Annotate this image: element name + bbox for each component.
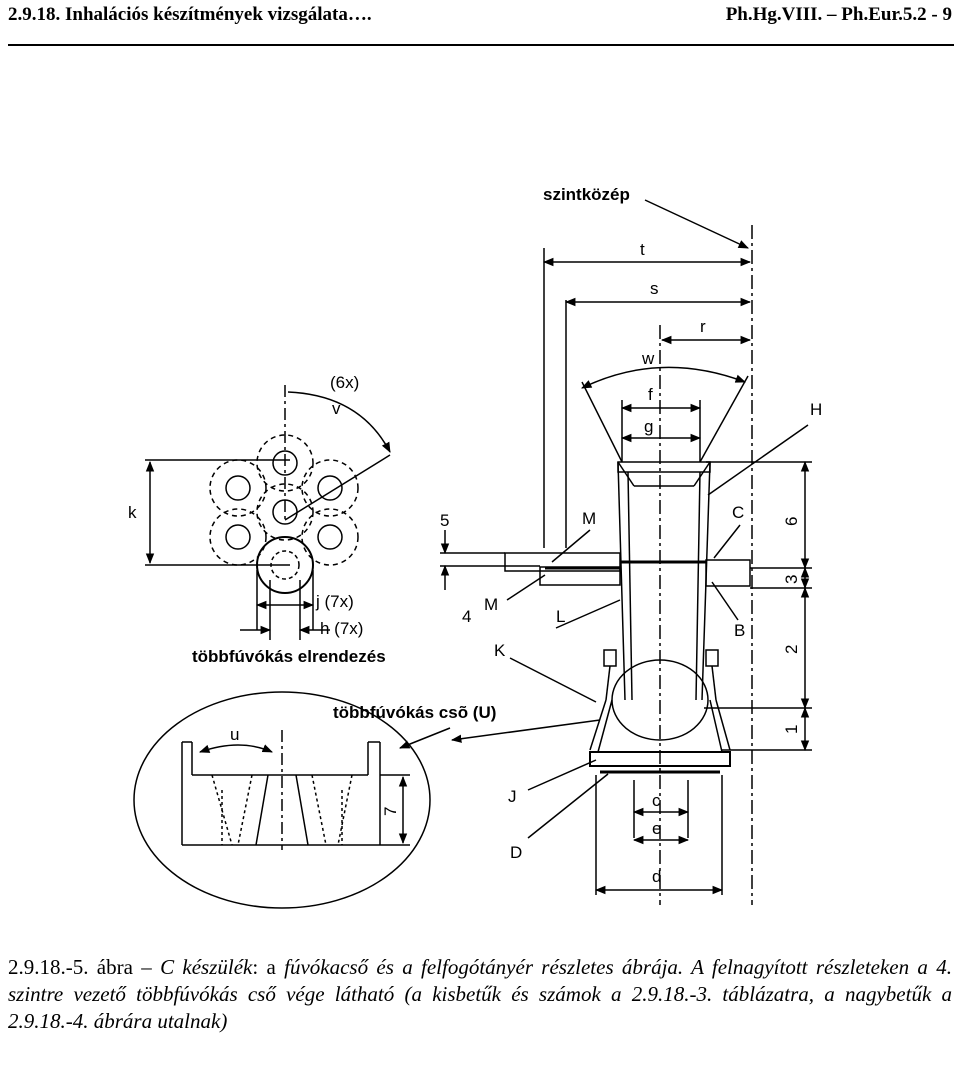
- label-M-top: M: [582, 509, 596, 528]
- caption-text: : a: [252, 955, 285, 979]
- label-H: H: [810, 400, 822, 419]
- label-tobbfuvokas-elrendezes: többfúvókás elrendezés: [192, 647, 386, 666]
- label-f: f: [648, 385, 653, 404]
- page-header: 2.9.18. Inhalációs készítmények vizsgála…: [8, 4, 954, 46]
- label-c: c: [652, 791, 661, 810]
- label-M-bottom: M: [484, 595, 498, 614]
- label-J: J: [508, 787, 517, 806]
- label-tobbfuvokas-cso: többfúvókás csõ (U): [333, 703, 496, 722]
- label-4: 4: [462, 607, 471, 626]
- label-3: 3: [782, 575, 801, 584]
- label-D: D: [510, 843, 522, 862]
- multi-nozzle-arrangement: [145, 385, 391, 640]
- label-g: g: [644, 417, 653, 436]
- label-szintkozep: szintközép: [543, 185, 630, 204]
- header-section-title: 2.9.18. Inhalációs készítmények vizsgála…: [8, 4, 372, 25]
- label-r: r: [700, 317, 706, 336]
- label-v: v: [332, 399, 341, 418]
- label-C: C: [732, 503, 744, 522]
- label-B: B: [734, 621, 745, 640]
- apparatus-diagram: szintközép t s r w f g H (6x) v k 5 M C …: [128, 185, 822, 909]
- label-6: 6: [782, 517, 801, 526]
- magnified-detail: [133, 691, 601, 909]
- label-j: j (7x): [315, 592, 354, 611]
- label-h: h (7x): [320, 619, 363, 638]
- label-5: 5: [440, 511, 449, 530]
- label-2: 2: [782, 645, 801, 654]
- label-w: w: [641, 349, 655, 368]
- label-t: t: [640, 240, 645, 259]
- label-7: 7: [381, 807, 400, 816]
- figure-caption: 2.9.18.-5. ábra – C készülék: a fúvókacs…: [8, 954, 952, 1035]
- label-d: d: [652, 867, 661, 886]
- header-pharmacopoeia-ref: Ph.Hg.VIII. – Ph.Eur.5.2 - 9: [725, 4, 952, 25]
- label-s: s: [650, 279, 659, 298]
- collection-plate: [589, 751, 731, 767]
- label-k: k: [128, 503, 137, 522]
- caption-number: 2.9.18.-5. ábra –: [8, 955, 152, 979]
- nozzle-tube: [617, 461, 711, 473]
- caption-apparatus-name: C készülék: [160, 955, 253, 979]
- label-K: K: [494, 641, 506, 660]
- label-u: u: [230, 725, 239, 744]
- label-1: 1: [782, 725, 801, 734]
- label-6x: (6x): [330, 373, 359, 392]
- label-e: e: [652, 819, 661, 838]
- label-L: L: [556, 607, 565, 626]
- caption-description: fúvókacső és a felfogótányér részletes á…: [8, 955, 952, 1033]
